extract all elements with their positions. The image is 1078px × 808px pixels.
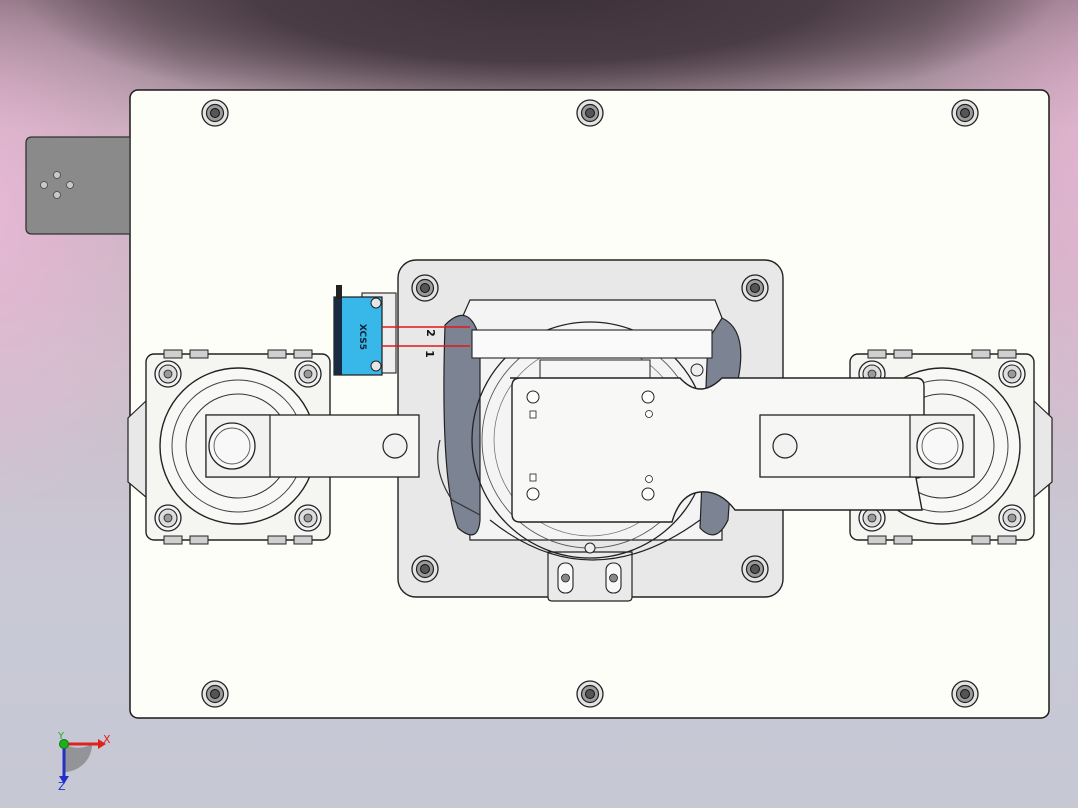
side-tab[interactable] [25,136,131,235]
clamp-arm-plate[interactable] [510,377,975,523]
left-clamp-cylinder[interactable] [127,350,420,544]
coordinate-triad[interactable]: X Y Z [57,731,111,793]
y-axis-label: Y [57,731,65,742]
limit-switch[interactable]: XCS5 [333,285,397,376]
z-axis-label: Z [58,780,66,793]
switch-wires [382,326,470,347]
x-axis-label: X [103,733,111,746]
switch-label: XCS5 [357,324,367,350]
terminal-label-2: 2 [424,329,437,337]
terminal-label-1: 1 [423,350,436,358]
right-clamp-cylinder[interactable] [850,350,1053,544]
